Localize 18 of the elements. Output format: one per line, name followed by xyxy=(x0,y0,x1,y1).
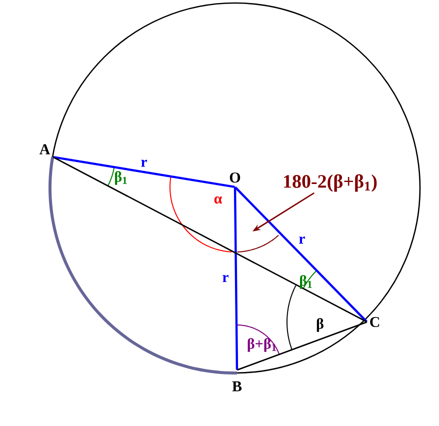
angle-label: α xyxy=(214,196,222,204)
angle-arc xyxy=(236,234,279,252)
line-segment xyxy=(52,156,368,323)
angle-label: β$_{1}$ xyxy=(115,171,127,185)
angle-label: 180-2(β+β$_{1}$) xyxy=(284,174,377,192)
line-segment xyxy=(236,321,368,371)
point-label: B xyxy=(232,381,242,392)
point-label: A xyxy=(40,144,50,154)
line-segment xyxy=(234,186,368,323)
edge-label: r xyxy=(299,236,305,244)
edge-label: r xyxy=(222,274,228,282)
edge-label: r xyxy=(141,160,147,167)
line-segment xyxy=(234,187,238,370)
point-label: O xyxy=(230,172,240,183)
angle-label: β$_{1}$ xyxy=(300,275,312,289)
line-segment xyxy=(53,156,235,188)
angle-label: β xyxy=(316,318,324,332)
point-label: C xyxy=(370,316,380,328)
